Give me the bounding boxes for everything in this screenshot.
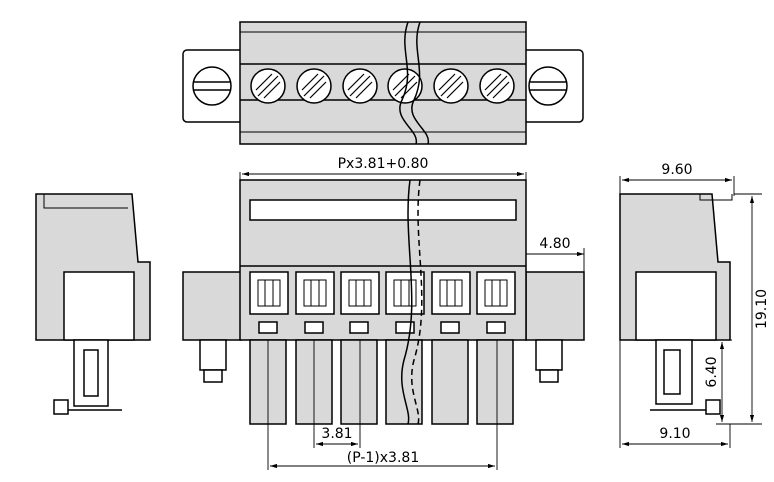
front-flange-right	[525, 271, 585, 341]
flange-screw-side-right	[535, 339, 563, 383]
dim-depth: 9.60	[661, 162, 692, 178]
front-flange-left	[182, 271, 242, 341]
left-side-view	[35, 193, 151, 415]
flange-screw-left	[192, 66, 232, 106]
wire-top-view	[399, 21, 417, 145]
top-body	[239, 21, 527, 145]
wire-front-view	[400, 179, 413, 425]
wire-openings	[249, 271, 516, 315]
dim-flange: 4.80	[539, 236, 570, 252]
dimension-lines	[239, 171, 762, 470]
right-side-view	[619, 193, 733, 415]
dim-total-width: Px3.81+0.80	[338, 156, 429, 172]
dim-pitch: 3.81	[321, 426, 352, 442]
top-view	[182, 21, 584, 145]
flange-screw-side-left	[199, 339, 227, 383]
terminal-screws-top	[250, 68, 515, 104]
dim-pin-span: (P-1)x3.81	[347, 450, 419, 466]
dim-pin-length: 6.40	[704, 356, 720, 387]
dim-height: 19.10	[754, 289, 770, 329]
front-view	[182, 179, 585, 425]
test-windows	[258, 321, 506, 334]
dim-bottom-depth: 9.10	[659, 426, 690, 442]
pins	[249, 339, 514, 425]
flange-screw-right	[528, 66, 568, 106]
